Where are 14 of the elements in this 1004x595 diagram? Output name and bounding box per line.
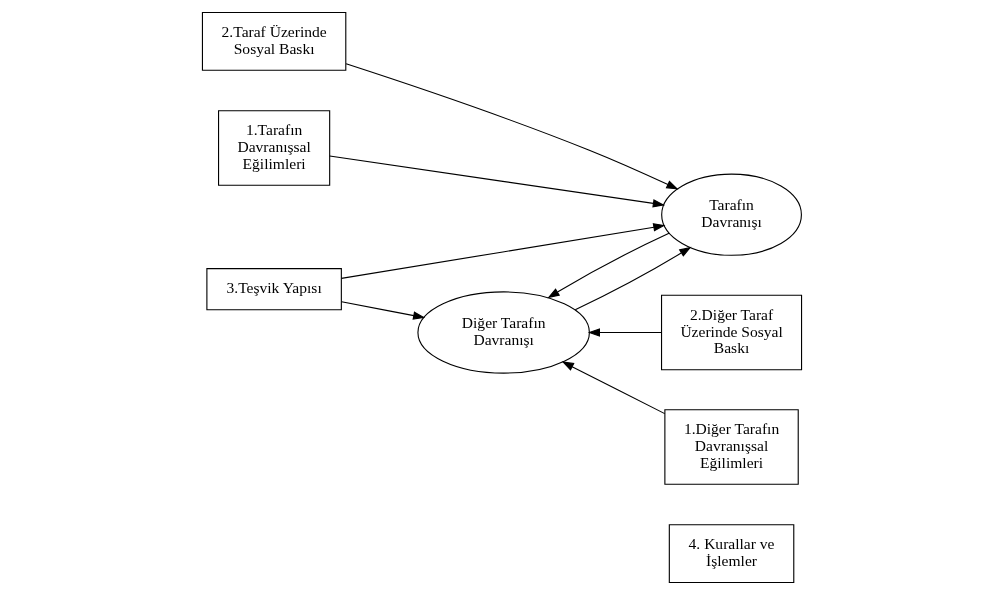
arrow [340,223,666,279]
arrow [561,361,666,415]
arrow [574,246,692,311]
arrow [329,155,666,208]
arrow [341,301,426,320]
arrow [345,63,679,190]
node-box: 2.Taraf Üzerinde Sosyal Baskı [201,11,347,71]
arrow [547,232,670,299]
node-box: 1.Diğer Tarafın Davranışsal Eğilimleri [664,409,799,485]
arrow [587,328,663,337]
node-box: 3.Teşvik Yapısı [206,268,342,311]
node-box: 4. Kurallar ve İşlemler [668,524,795,584]
node-box: 2.Diğer Taraf Üzerinde Sosyal Baskı [661,294,803,371]
node-box: 1.Tarafın Davranışsal Eğilimleri [218,110,331,186]
